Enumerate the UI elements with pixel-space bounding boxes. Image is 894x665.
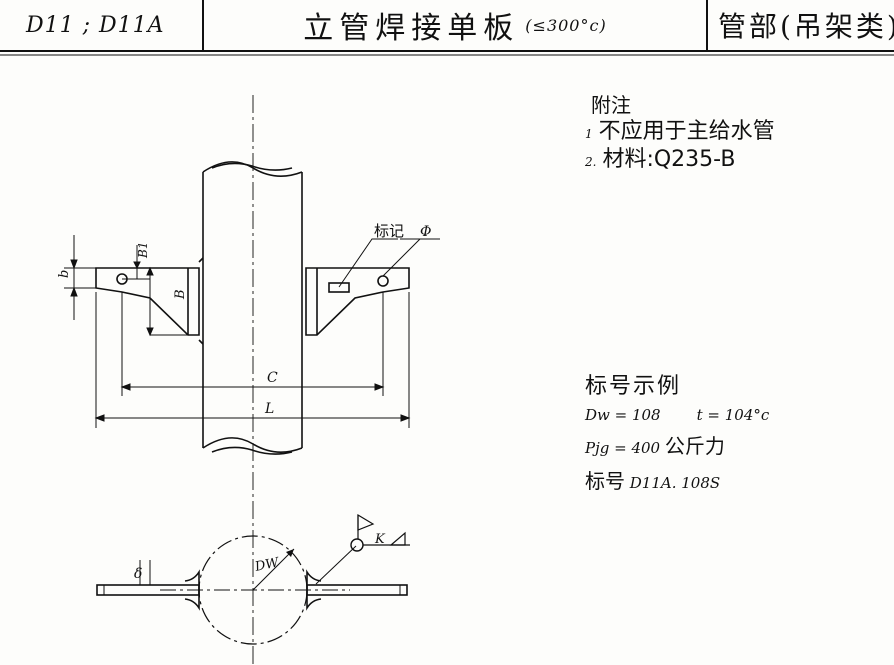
example-title: 标号示例 <box>585 374 682 399</box>
hole-diameter-label: Φ <box>420 224 431 240</box>
dw-label: DW <box>253 555 282 575</box>
dimension-lines <box>64 235 440 428</box>
dim-l-label: L <box>264 401 274 417</box>
notes-title: 附注 <box>591 93 631 117</box>
drawing-category: 管部(吊架类) <box>718 10 894 43</box>
title-temperature-note: (≤300°c) <box>525 15 607 35</box>
note-text: 不应用于主给水管 <box>598 119 775 144</box>
note-number: 2. <box>585 155 597 170</box>
note-item: 2. 材料:Q235-B <box>585 147 885 173</box>
title-text: 立管焊接单板 <box>303 11 520 46</box>
example-row-dw-t: Dw = 108 t = 104°c <box>585 406 885 424</box>
dim-b-label: B <box>173 289 188 300</box>
example-code-label: 标号 <box>585 469 625 493</box>
example-pjg: Pjg = 400 <box>585 439 661 457</box>
drawing-code: D11 ; D11A <box>26 12 165 38</box>
plan-view <box>96 513 410 645</box>
title-block-frame <box>0 0 894 56</box>
note-number: 1 <box>585 127 593 141</box>
marker-label: 标记 <box>374 222 404 240</box>
dim-b-small-label: b <box>57 270 72 278</box>
right-plate <box>305 267 410 336</box>
weld-k-label: K <box>374 532 386 547</box>
example-pjg-unit: 公斤力 <box>664 434 725 458</box>
dim-b1-label: B1 <box>136 242 150 259</box>
example-row-code: 标号 D11A. 108S <box>585 465 885 494</box>
pipe-elevation <box>202 161 303 455</box>
example-row-pjg: Pjg = 400 公斤力 <box>585 430 885 459</box>
delta-label: δ <box>134 566 142 582</box>
example-dw: Dw = 108 <box>585 406 661 424</box>
note-item: 1 不应用于主给水管 <box>585 119 885 145</box>
notes-block: 附注 1 不应用于主给水管 2. 材料:Q235-B <box>585 93 885 174</box>
title-block: D11 ; D11A 立管焊接单板 (≤300°c) 管部(吊架类) <box>0 0 894 52</box>
dim-c-label: C <box>267 370 278 386</box>
example-code-value: D11A. 108S <box>629 474 721 492</box>
designation-example: 标号示例 Dw = 108 t = 104°c Pjg = 400 公斤力 标号 … <box>585 368 885 494</box>
drawing-title: 立管焊接单板 (≤300°c) <box>204 0 706 50</box>
note-text: 材料:Q235-B <box>602 147 736 173</box>
example-t: t = 104°c <box>696 406 770 424</box>
